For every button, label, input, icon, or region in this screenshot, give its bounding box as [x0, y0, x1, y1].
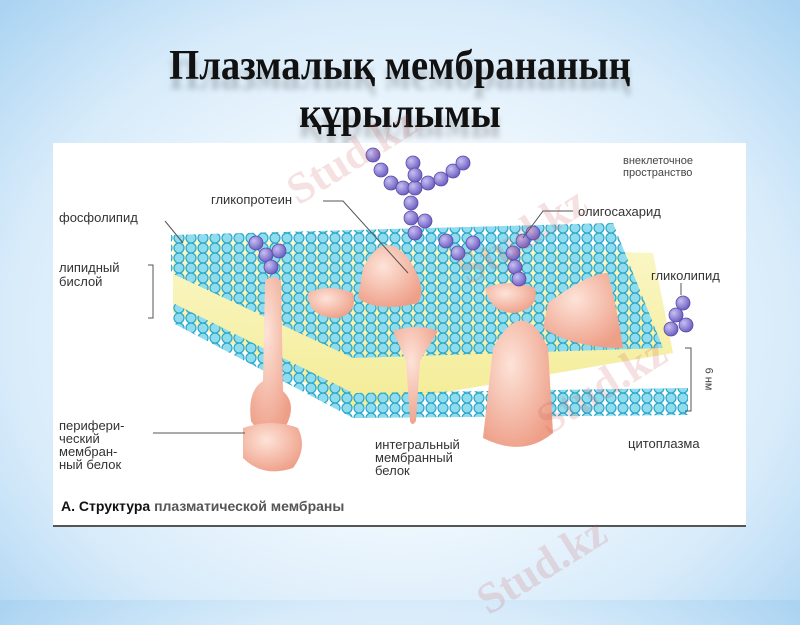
caption-rest: плазматической мембраны [154, 498, 345, 514]
label-glycolipid: гликолипид [651, 268, 720, 283]
label-peripheral-line2: ческий [59, 431, 100, 446]
label-cytoplasm: цитоплазма [628, 436, 700, 451]
label-lipid-bilayer-line2: бислой [59, 274, 103, 289]
label-peripheral-line1: перифери- [59, 418, 125, 433]
caption-prefix: А. Структура [61, 498, 151, 514]
label-peripheral-line3: мембран- [59, 444, 118, 459]
label-peripheral-line4: ный белок [59, 457, 122, 472]
label-integral-line1: интегральный [375, 437, 460, 452]
label-integral-line2: мембранный [375, 450, 453, 465]
membrane-illustration [148, 147, 694, 472]
label-integral-line3: белок [375, 463, 410, 478]
membrane-diagram-panel: внеклеточное пространство гликопротеин ф… [53, 143, 746, 525]
slide-title-line-2: құрылымы [299, 91, 501, 137]
label-extracellular-line1: внеклеточное [623, 155, 693, 167]
label-phospholipid: фосфолипид [59, 210, 138, 225]
figure-caption: А. Структура плазматической мембраны [61, 498, 345, 514]
label-glycoprotein: гликопротеин [211, 192, 293, 207]
label-oligosaccharide: олигосахарид [578, 204, 661, 219]
label-extracellular-line2: пространство [623, 167, 693, 179]
label-lipid-bilayer-line1: липидный [59, 260, 120, 275]
slide-title-line-1: Плазмалық мембрананың [169, 43, 631, 89]
label-thickness: 6 нм [702, 367, 715, 391]
